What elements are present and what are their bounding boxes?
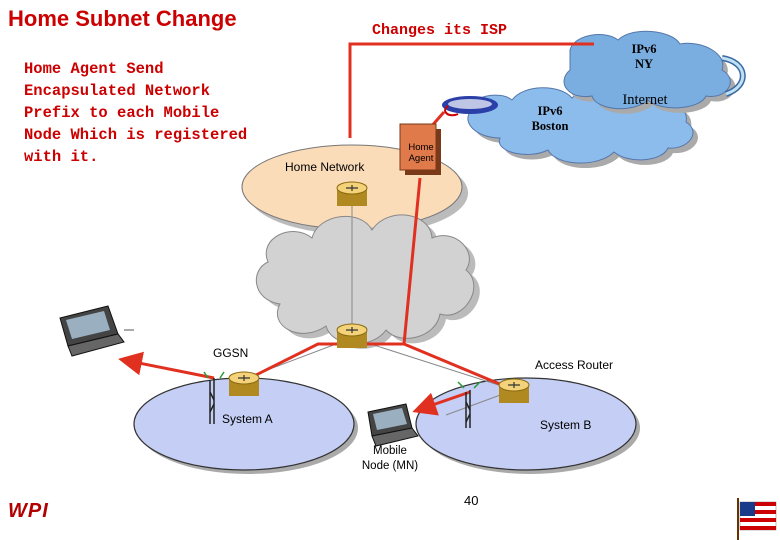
router-icon	[498, 378, 530, 403]
ipv6-ny-line: IPv6	[631, 42, 657, 56]
system-b-label: System B	[540, 418, 592, 432]
slide-number: 40	[464, 493, 479, 508]
mobile-node-label: Mobile Node (MN)	[350, 444, 430, 474]
home-agent-line: Agent	[408, 153, 434, 164]
home-network-label: Home Network	[285, 160, 365, 174]
us-flag-icon	[737, 498, 777, 540]
wpi-logo: WPI	[8, 500, 49, 522]
internet-label: Internet	[622, 92, 668, 108]
ipv6-ny-line: NY	[634, 57, 654, 71]
router-icon	[228, 371, 260, 396]
ipv6-boston-line: IPv6	[537, 104, 563, 118]
slide-title: Home Subnet Change	[8, 6, 237, 31]
ggsn-label: GGSN	[213, 346, 249, 360]
internet-core-cloud	[255, 214, 480, 349]
explanation-line: Encapsulated Network	[24, 82, 211, 100]
explanation-line: Node Which is registered	[24, 126, 248, 144]
home-agent-icon	[399, 123, 441, 175]
router-icon	[336, 323, 368, 348]
ipv6-boston-label: IPv6 Boston	[522, 104, 578, 134]
explanation-text: Home Agent Send Encapsulated Network Pre…	[24, 58, 324, 168]
laptop-icon	[367, 403, 419, 447]
forward-arrow-to-mn	[412, 390, 471, 416]
radio-tower-icon	[457, 381, 481, 428]
ipv6-ny-label: IPv6 NY	[614, 42, 674, 72]
system-b-area	[415, 377, 637, 471]
isp-change-note: Changes its ISP	[372, 22, 508, 39]
router-icon	[336, 181, 368, 206]
isp-logo-icon	[442, 96, 498, 117]
access-router-label: Access Router	[535, 358, 614, 372]
explanation-line: with it.	[24, 148, 99, 166]
radio-tower-icon	[203, 371, 225, 424]
system-a-label: System A	[222, 412, 273, 426]
laptop-icon	[59, 305, 134, 357]
isp-cloud	[467, 30, 736, 169]
mobile-node-line: Mobile	[373, 445, 407, 457]
home-agent-line: Home	[408, 142, 434, 153]
ipv6-boston-line: Boston	[531, 119, 569, 133]
home-agent-label: Home Agent	[401, 142, 441, 164]
explanation-line: Home Agent Send	[24, 60, 164, 78]
forward-arrow-to-laptop	[118, 351, 215, 380]
mobile-node-line: Node (MN)	[361, 460, 419, 472]
explanation-line: Prefix to each Mobile	[24, 104, 220, 122]
